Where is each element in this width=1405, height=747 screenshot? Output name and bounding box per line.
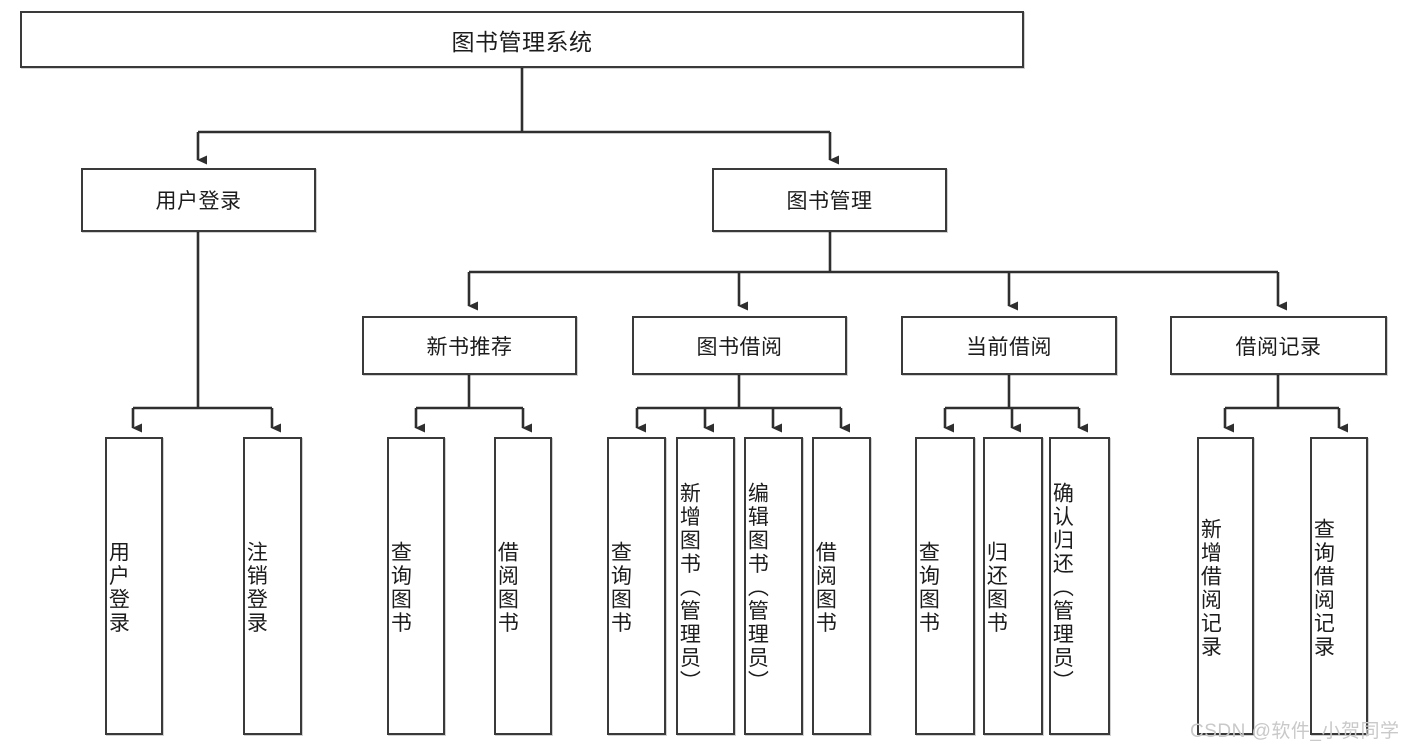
leaf-current-borrow-query-book[interactable]: 查询图书 [915,437,975,735]
node-root-book-management-system[interactable]: 图书管理系统 [20,11,1024,68]
node-label: 借阅图书 [813,541,837,635]
leaf-new-book-query-book[interactable]: 查询图书 [387,437,445,735]
node-label: 借阅图书 [495,541,519,635]
node-label: 注销登录 [244,541,268,635]
leaf-borrow-record-add-record[interactable]: 新增借阅记录 [1197,437,1254,735]
node-label: 查询图书 [916,541,940,635]
csdn-watermark: CSDN @软件_小贺同学 [1190,721,1400,742]
node-book-borrow[interactable]: 图书借阅 [632,316,847,375]
leaf-book-borrow-add-book-admin[interactable]: 新增图书（管理员） [676,437,735,735]
leaf-book-borrow-borrow-book[interactable]: 借阅图书 [812,437,871,735]
leaf-current-borrow-return-book[interactable]: 归还图书 [983,437,1043,735]
node-label: 查询图书 [608,541,632,635]
node-label: 编辑图书（管理员） [745,482,769,694]
node-label: 图书借阅 [696,335,783,359]
node-label: 图书管理 [786,190,873,213]
node-current-borrow[interactable]: 当前借阅 [901,316,1117,375]
leaf-book-borrow-edit-book-admin[interactable]: 编辑图书（管理员） [744,437,803,735]
node-label: 新增借阅记录 [1198,517,1222,659]
node-label: 用户登录 [155,190,242,213]
node-label: 确认归还（管理员） [1050,482,1074,694]
node-label: 用户登录 [106,541,130,635]
node-label: 归还图书 [984,541,1008,635]
leaf-book-borrow-query-book[interactable]: 查询图书 [607,437,666,735]
leaf-current-borrow-confirm-return-admin[interactable]: 确认归还（管理员） [1049,437,1110,735]
leaf-borrow-record-query-record[interactable]: 查询借阅记录 [1310,437,1368,735]
leaf-user-login-logout[interactable]: 注销登录 [243,437,302,735]
leaf-new-book-borrow-book[interactable]: 借阅图书 [494,437,552,735]
node-label: 借阅记录 [1235,335,1322,359]
node-label: 查询借阅记录 [1311,517,1335,659]
node-label: 新增图书（管理员） [677,482,701,694]
node-borrow-record[interactable]: 借阅记录 [1170,316,1387,375]
node-label: 查询图书 [388,541,412,635]
node-book-management[interactable]: 图书管理 [712,168,947,232]
node-new-book-recommend[interactable]: 新书推荐 [362,316,577,375]
node-label: 新书推荐 [426,335,513,359]
node-label: 当前借阅 [966,335,1052,359]
node-user-login[interactable]: 用户登录 [81,168,316,232]
node-label: 图书管理系统 [451,28,593,55]
leaf-user-login-login[interactable]: 用户登录 [105,437,163,735]
